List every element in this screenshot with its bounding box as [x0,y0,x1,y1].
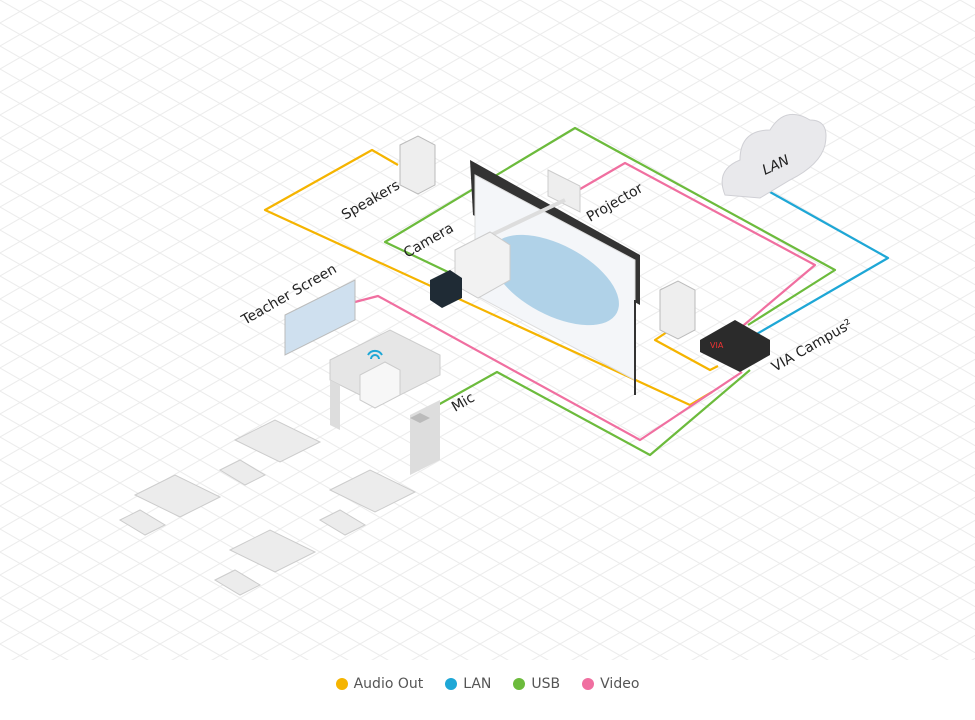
speaker-left [399,135,436,195]
legend-item-audio: Audio Out [335,676,424,692]
teacher-desk [329,329,441,475]
video-cable-screen [354,294,743,442]
video-dot-icon [582,678,595,690]
speaker-right [659,280,696,340]
student-desks [118,419,417,596]
video-cable-projector [574,161,817,331]
legend-label: Audio Out [353,676,424,692]
mic-device [410,413,430,423]
usb-dot-icon [513,678,526,690]
wifi-icon [367,349,383,360]
projection-screen [470,160,640,395]
usb-cable-mic [419,369,751,457]
legend-item-video: Video [582,676,639,692]
legend-label: Video [600,676,640,692]
legend-label: USB [531,676,561,692]
iso-grid [0,0,975,660]
audio-cable-right [653,329,719,372]
teacher-screen [284,279,356,356]
audio-dot-icon [335,678,348,690]
world-map [491,234,619,326]
legend-item-usb: USB [513,676,560,692]
lan-cable [754,191,890,336]
lan-dot-icon [445,678,458,690]
projector [454,169,581,299]
legend-item-lan: LAN [445,676,491,692]
legend-label: LAN [463,676,492,692]
via-logo: VIA [710,341,724,350]
camera [430,270,462,308]
usb-cable-camera [383,126,837,326]
legend: Audio Out LAN USB Video [0,676,975,692]
laptop [359,361,401,409]
via-campus-device: VIA [700,320,770,372]
lan-cloud: LAN [721,113,827,199]
